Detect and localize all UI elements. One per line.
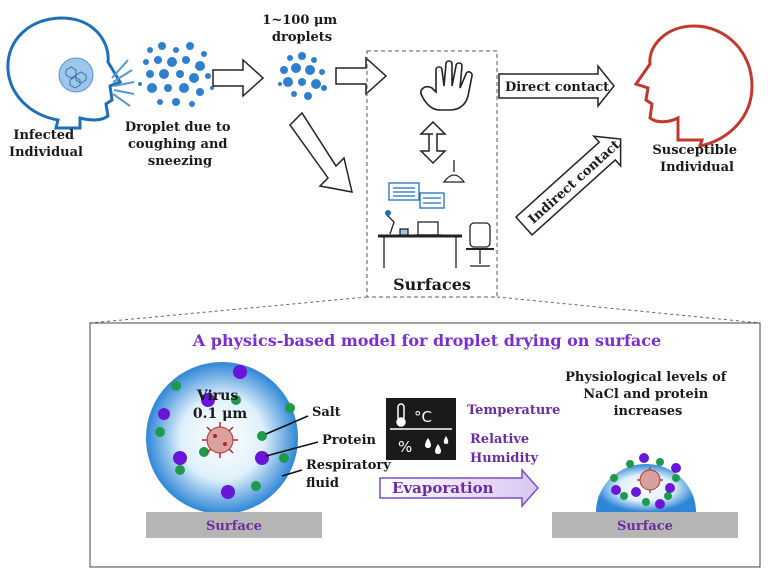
protein-label: Protein [322,433,377,448]
physiological-label: Physiological levels of NaCl and protein… [565,370,731,419]
arrow-right-2 [335,56,388,96]
direct-contact-label: Direct contact [505,80,609,95]
surface-right-label: Surface [617,519,673,534]
surfaces-box [366,50,498,298]
thermo-humidity-icon: °C % [386,398,456,460]
susceptible-label: Susceptible Individual [652,143,741,175]
protein-particles [158,365,269,499]
arrow-right-1 [212,58,265,98]
water-drops-icon [425,436,449,454]
spray-lines [111,59,135,107]
salt-label: Salt [312,405,341,420]
chair-icon [466,222,494,267]
double-arrow-icon [419,120,447,165]
infected-head-icon [6,16,123,130]
dried-salt-particles [610,458,680,506]
surface-right [552,512,738,538]
salt-particles [155,381,295,491]
droplet-cluster-2-icon [278,52,327,100]
respiratory-label: Respiratory fluid [306,458,395,491]
indirect-contact-arrow: Indirect contact [514,135,623,236]
arrow-diagonal [289,111,353,193]
evaporation-label: Evaporation [392,479,494,497]
surface-left [146,512,322,538]
indirect-contact-label: Indirect contact [526,138,623,228]
temperature-label: Temperature [467,403,560,418]
dried-virus-icon [637,467,663,493]
lamp-icon [442,160,466,183]
model-title: A physics-based model for droplet drying… [192,331,661,350]
svg-text:°C: °C [414,408,432,426]
droplet-cluster-icon [138,42,214,107]
susceptible-head-icon [633,24,754,149]
pointer-lines [265,415,319,477]
desk-icon [378,210,462,268]
thermometer-icon [396,403,406,427]
hand-icon [420,60,473,111]
droplet-cause-label: Droplet due to coughing and sneezing [125,120,235,169]
direct-contact-arrow [498,63,615,109]
zoom-line-left [89,296,368,324]
humidity-label: Relative Humidity [470,432,538,466]
surfaces-label: Surfaces [393,275,471,294]
evaporation-arrow [379,468,540,508]
droplets-size-label: 1~100 μm droplets [262,13,341,45]
dried-protein-particles [611,453,681,509]
zoom-line-right [496,296,761,324]
infected-label: Infected Individual [9,128,83,160]
virus-icon [202,422,238,458]
svg-text:%: % [398,438,412,456]
surface-left-label: Surface [206,519,262,534]
shelf-icon [388,182,445,209]
virus-label: Virus 0.1 μm [193,388,247,422]
